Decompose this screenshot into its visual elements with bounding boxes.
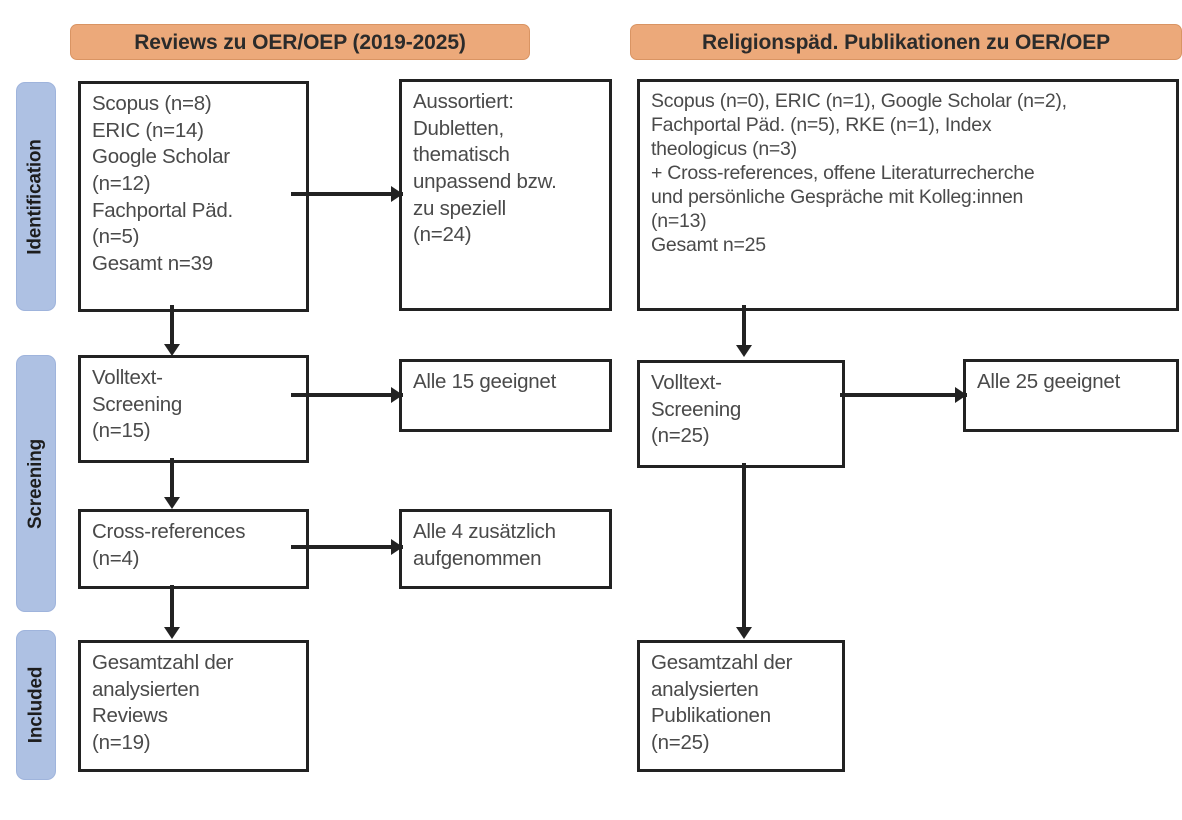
arrowhead-right-screening-to-included bbox=[736, 627, 752, 639]
arrowhead-left-identification-to-screening bbox=[164, 344, 180, 356]
connector-right-identification-to-screening bbox=[742, 305, 746, 350]
box-left-identification-sources: Scopus (n=8) ERIC (n=14) Google Scholar … bbox=[78, 81, 309, 312]
box-left-excluded: Aussortiert: Dubletten, thematisch unpas… bbox=[399, 79, 612, 311]
connector-left-identification-to-screening bbox=[170, 305, 174, 351]
stage-bar-screening: Screening bbox=[16, 355, 56, 612]
connector-left-screening-to-crossref bbox=[170, 458, 174, 505]
box-left-included: Gesamtzahl der analysierten Reviews (n=1… bbox=[78, 640, 309, 772]
box-left-screening-result: Alle 15 geeignet bbox=[399, 359, 612, 432]
arrowhead-left-crossref-to-result bbox=[391, 539, 403, 555]
connector-right-screening-to-result bbox=[840, 393, 967, 397]
box-right-included: Gesamtzahl der analysierten Publikatione… bbox=[637, 640, 845, 772]
box-left-screening: Volltext- Screening (n=15) bbox=[78, 355, 309, 463]
box-right-screening: Volltext- Screening (n=25) bbox=[637, 360, 845, 468]
column-header-reviews-label: Reviews zu OER/OEP (2019-2025) bbox=[134, 30, 466, 54]
arrowhead-left-crossref-to-included bbox=[164, 627, 180, 639]
arrowhead-left-screening-to-result bbox=[391, 387, 403, 403]
box-left-crossreferences-result: Alle 4 zusätzlich aufgenommen bbox=[399, 509, 612, 589]
stage-bar-identification: Identification bbox=[16, 82, 56, 311]
column-header-reviews: Reviews zu OER/OEP (2019-2025) bbox=[70, 24, 530, 60]
connector-left-crossref-to-included bbox=[170, 585, 174, 635]
box-left-crossreferences: Cross-references (n=4) bbox=[78, 509, 309, 589]
arrowhead-right-identification-to-screening bbox=[736, 345, 752, 357]
arrowhead-right-screening-to-result bbox=[955, 387, 967, 403]
stage-bar-included: Included bbox=[16, 630, 56, 780]
arrowhead-left-identification-to-excluded bbox=[391, 186, 403, 202]
connector-left-identification-to-excluded bbox=[291, 192, 403, 196]
box-right-identification-sources: Scopus (n=0), ERIC (n=1), Google Scholar… bbox=[637, 79, 1179, 311]
connector-left-screening-to-result bbox=[291, 393, 403, 397]
column-header-publikationen-label: Religionspäd. Publikationen zu OER/OEP bbox=[701, 30, 1111, 54]
column-header-publikationen: Religionspäd. Publikationen zu OER/OEP bbox=[630, 24, 1182, 60]
stage-bar-included-label: Included bbox=[25, 666, 47, 744]
stage-bar-identification-label: Identification bbox=[25, 138, 47, 255]
connector-right-screening-to-included bbox=[742, 463, 746, 635]
arrowhead-left-screening-to-crossref bbox=[164, 497, 180, 509]
connector-left-crossref-to-result bbox=[291, 545, 403, 549]
stage-bar-screening-label: Screening bbox=[25, 438, 47, 529]
box-right-screening-result: Alle 25 geeignet bbox=[963, 359, 1179, 432]
